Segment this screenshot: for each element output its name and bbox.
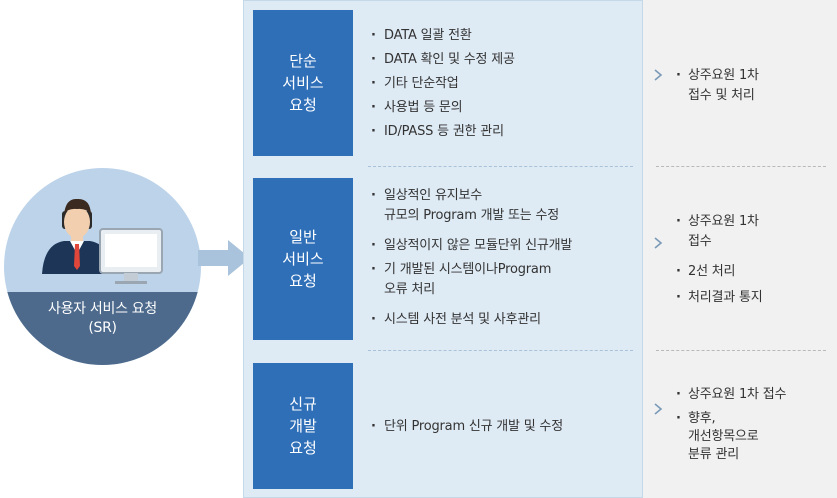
list-item-text: 분류 관리 — [688, 447, 739, 462]
list-item-text: 일상적인 유지보수 — [384, 188, 483, 203]
list-item-text: 기타 단순작업 — [384, 76, 459, 91]
list-item-text: 처리결과 통지 — [688, 290, 763, 305]
list-item: 사용법 등 문의 — [370, 96, 515, 120]
list-item-text: 접수 — [688, 234, 712, 249]
list-item-text: 개선항목으로 — [688, 429, 759, 444]
list-item: 일상적인 유지보수 규모의 Program 개발 또는 수정 — [370, 186, 572, 226]
list-item-text: 상주요원 1차 — [688, 68, 759, 83]
category-label-line: 서비스 — [282, 74, 324, 92]
list-item-text: DATA 일괄 전환 — [384, 28, 472, 43]
list-item: DATA 확인 및 수정 제공 — [370, 48, 515, 72]
list-item: 시스템 사전 분석 및 사후관리 — [370, 310, 572, 330]
list-item: DATA 일괄 전환 — [370, 24, 515, 48]
category-new-development: 신규 개발 요청 — [253, 363, 353, 489]
list-item-text: 2선 처리 — [688, 264, 736, 279]
section-divider — [656, 166, 826, 167]
user-circle: 사용자 서비스 요청 (SR) — [4, 168, 201, 365]
list-item-text: 일상적이지 않은 모듈단위 신규개발 — [384, 238, 573, 253]
list-item: 일상적이지 않은 모듈단위 신규개발 — [370, 236, 572, 256]
chevron-right-icon — [654, 69, 663, 81]
category-label-line: 신규 — [289, 395, 317, 413]
list-item-text: 오류 처리 — [384, 282, 435, 297]
category-label-line: 요청 — [289, 272, 317, 290]
simple-service-items: DATA 일괄 전환 DATA 확인 및 수정 제공 기타 단순작업 사용법 등… — [370, 24, 515, 144]
list-item: ID/PASS 등 권한 관리 — [370, 120, 515, 144]
list-item-text: 사용법 등 문의 — [384, 100, 463, 115]
section-divider — [368, 166, 633, 167]
list-item: 기 개발된 시스템이나Program 오류 처리 — [370, 260, 572, 300]
category-label-line: 단순 — [289, 52, 317, 70]
chevron-right-icon — [654, 237, 663, 249]
category-label-line: 서비스 — [282, 250, 324, 268]
general-service-items: 일상적인 유지보수 규모의 Program 개발 또는 수정 일상적이지 않은 … — [370, 186, 572, 330]
list-item-text: 상주요원 1차 접수 — [688, 387, 787, 402]
category-general-service: 일반 서비스 요청 — [253, 178, 353, 340]
user-caption: 사용자 서비스 요청 (SR) — [4, 292, 201, 365]
new-development-handling: 상주요원 1차 접수 향후, 개선항목으로 분류 관리 — [676, 386, 786, 464]
section-divider — [656, 350, 826, 351]
list-item-text: 상주요원 1차 — [688, 214, 759, 229]
list-item-text: ID/PASS 등 권한 관리 — [384, 124, 504, 139]
category-label-line: 요청 — [289, 439, 317, 457]
list-item-text: 접수 및 처리 — [688, 88, 755, 103]
new-development-items: 단위 Program 신규 개발 및 수정 — [370, 417, 563, 437]
user-caption-line: (SR) — [88, 320, 117, 336]
chevron-right-icon — [654, 403, 663, 415]
section-divider — [368, 350, 633, 351]
list-item: 상주요원 1차 접수 — [676, 386, 786, 404]
list-item-text: 시스템 사전 분석 및 사후관리 — [384, 312, 541, 327]
category-simple-service: 단순 서비스 요청 — [253, 10, 353, 156]
user-at-monitor-icon — [42, 198, 163, 284]
category-label-line: 개발 — [289, 417, 317, 435]
category-label-line: 일반 — [289, 228, 317, 246]
list-item: 향후, 개선항목으로 분류 관리 — [676, 410, 786, 464]
list-item-text: 기 개발된 시스템이나Program — [384, 262, 552, 277]
list-item: 상주요원 1차 접수 — [676, 212, 763, 252]
arrow-right-icon — [198, 240, 250, 276]
list-item: 기타 단순작업 — [370, 72, 515, 96]
general-service-handling: 상주요원 1차 접수 2선 처리 처리결과 통지 — [676, 212, 763, 308]
list-item: 2선 처리 — [676, 262, 763, 282]
list-item: 처리결과 통지 — [676, 288, 763, 308]
list-item: 단위 Program 신규 개발 및 수정 — [370, 417, 563, 437]
list-item-text: 향후, — [688, 411, 716, 426]
simple-service-handling: 상주요원 1차 접수 및 처리 — [676, 66, 759, 106]
list-item-text: 규모의 Program 개발 또는 수정 — [384, 208, 560, 223]
user-caption-line: 사용자 서비스 요청 — [48, 301, 157, 317]
list-item-text: 단위 Program 신규 개발 및 수정 — [384, 419, 563, 434]
list-item-text: DATA 확인 및 수정 제공 — [384, 52, 515, 67]
category-label-line: 요청 — [289, 96, 317, 114]
list-item: 상주요원 1차 접수 및 처리 — [676, 66, 759, 106]
